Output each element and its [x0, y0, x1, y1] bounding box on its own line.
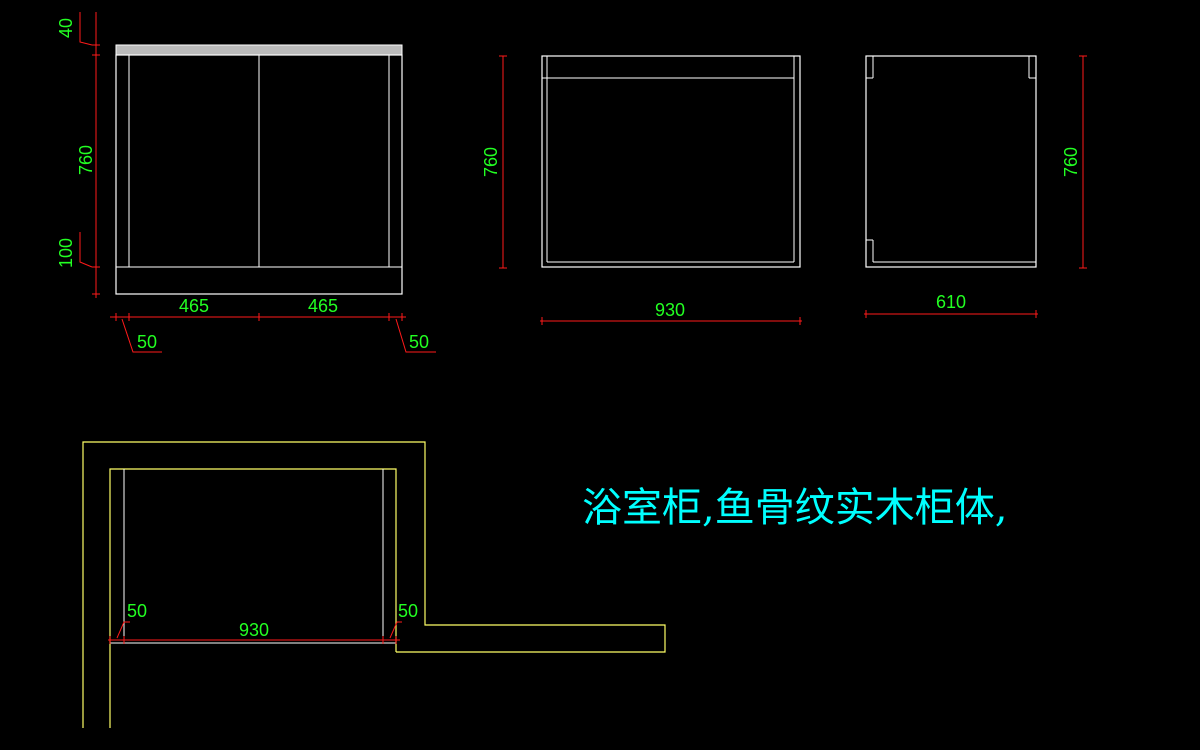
leader-line [79, 232, 93, 268]
leader-line [389, 621, 402, 639]
side-outline [865, 55, 1037, 268]
dim-label-left-offset-50: 50 [137, 332, 157, 352]
leader-line [116, 621, 130, 639]
drawing-note: 浴室柜,鱼骨纹实木柜体, [582, 485, 1007, 531]
dim-label-plan-left-offset-50: 50 [127, 601, 147, 621]
plan-view: 50 50 930 [82, 441, 666, 728]
back-view: 760 930 [481, 55, 802, 325]
dim-label-height-760: 760 [76, 145, 96, 175]
leader-line [395, 318, 436, 353]
back-outline [541, 55, 801, 268]
dim-label-back-height-760: 760 [481, 147, 501, 177]
dim-label-top-40: 40 [56, 18, 76, 38]
dim-label-right-465: 465 [308, 296, 338, 316]
countertop [115, 44, 403, 56]
front-view: 40 760 100 465 465 50 50 [56, 12, 436, 353]
leader-line [121, 318, 162, 353]
dim-label-side-height-760: 760 [1061, 147, 1081, 177]
wall-outer [82, 441, 666, 728]
dim-label-plan-right-offset-50: 50 [398, 601, 418, 621]
side-view: 760 610 [864, 55, 1087, 318]
dim-label-side-depth-610: 610 [936, 292, 966, 312]
wall-inner [109, 468, 397, 728]
dim-label-right-offset-50: 50 [409, 332, 429, 352]
dim-label-back-width-930: 930 [655, 300, 685, 320]
dim-label-plan-width-930: 930 [239, 620, 269, 640]
dim-label-plinth-100: 100 [56, 238, 76, 268]
dim-label-left-465: 465 [179, 296, 209, 316]
leader-line [79, 12, 93, 46]
